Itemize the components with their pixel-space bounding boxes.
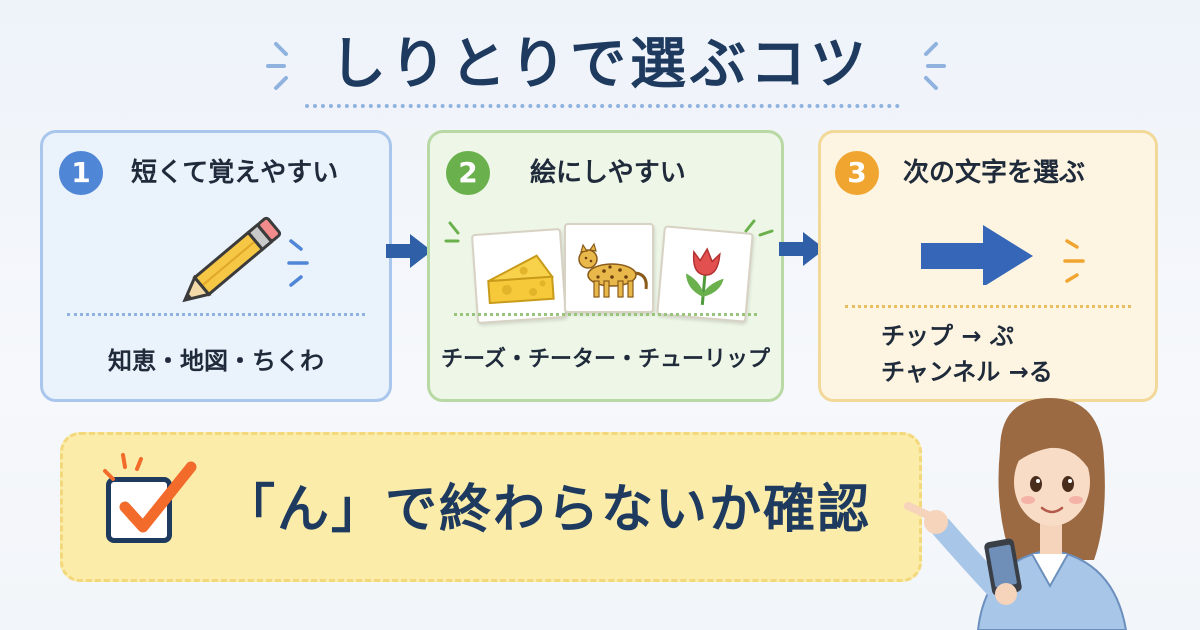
sparkle-icon bbox=[1063, 239, 1085, 283]
sparkle-icon bbox=[444, 221, 460, 243]
card-example-3b: チャンネル →る bbox=[881, 358, 1053, 386]
sparkle-icon bbox=[744, 219, 774, 237]
checkbox-checked-icon bbox=[103, 453, 197, 533]
cheese-card bbox=[470, 227, 568, 325]
tip-card-1: 1 短くて覚えやすい 知恵・地図・ちくわ bbox=[40, 130, 392, 402]
card-title-1: 短くて覚えやすい bbox=[131, 158, 339, 188]
card-divider bbox=[454, 313, 757, 316]
sparkle-icon bbox=[287, 239, 309, 287]
cheese-icon bbox=[487, 254, 555, 305]
card-examples-1: 知恵・地図・ちくわ bbox=[108, 347, 324, 375]
step-number-3: 3 bbox=[835, 151, 879, 195]
step-number-2: 2 bbox=[446, 151, 490, 195]
pencil-icon bbox=[182, 216, 282, 303]
banner-text: 「ん」で終わらないか確認 bbox=[223, 480, 872, 540]
cheetah-icon bbox=[578, 242, 648, 298]
cheetah-card bbox=[564, 223, 654, 313]
card-divider bbox=[67, 313, 365, 316]
card-title-2: 絵にしやすい bbox=[530, 158, 686, 188]
flow-arrow-icon bbox=[386, 234, 432, 268]
flow-arrow-icon bbox=[779, 232, 825, 266]
woman-illustration bbox=[904, 398, 1128, 630]
card-examples-2: チーズ・チーター・チューリップ bbox=[441, 347, 770, 372]
tulip-icon bbox=[685, 247, 724, 306]
title-underline bbox=[305, 104, 900, 108]
tip-card-2: 2 絵にしやすい bbox=[427, 130, 784, 402]
card-example-3a: チップ → ぷ bbox=[881, 322, 1014, 350]
step-number-1: 1 bbox=[59, 151, 103, 195]
sparkle-left-icon bbox=[266, 42, 288, 90]
card-title-3: 次の文字を選ぶ bbox=[903, 158, 1086, 188]
page-title: しりとりで選ぶコツ bbox=[330, 32, 870, 97]
sparkle-right-icon bbox=[924, 42, 946, 90]
arrow-right-icon bbox=[921, 225, 1033, 285]
card-divider bbox=[845, 305, 1131, 308]
tip-card-3: 3 次の文字を選ぶ チップ → ぷ チャンネル →る bbox=[818, 130, 1158, 402]
tulip-card bbox=[656, 225, 754, 323]
check-banner: 「ん」で終わらないか確認 bbox=[60, 432, 922, 582]
